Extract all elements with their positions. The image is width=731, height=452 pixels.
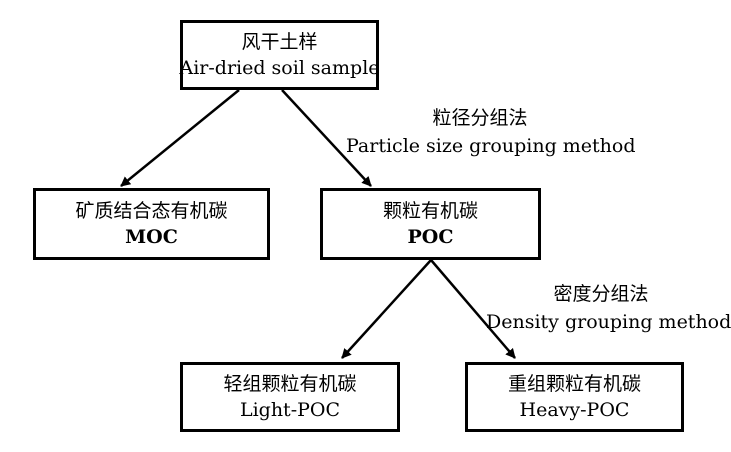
node-light-poc-en: Light-POC — [239, 399, 341, 421]
node-air-dried-soil-en: Air-dried soil sample — [179, 57, 380, 79]
node-air-dried-soil-zh: 风干土样 — [241, 31, 318, 53]
node-heavy-poc: 重组颗粒有机碳 Heavy-POC — [465, 362, 684, 432]
node-poc-en: POC — [407, 226, 454, 248]
node-air-dried-soil: 风干土样 Air-dried soil sample — [179, 20, 380, 90]
arrow-poc-to-light — [341, 259, 432, 359]
method-density: 密度分组法 Density grouping method — [486, 280, 731, 336]
method-particle-size-zh: 粒径分组法 — [432, 107, 528, 129]
method-particle-size-en: Particle size grouping method — [346, 135, 636, 157]
node-poc: 颗粒有机碳 POC — [320, 188, 541, 260]
arrow-root-to-moc — [120, 89, 240, 187]
node-heavy-poc-en: Heavy-POC — [519, 399, 630, 421]
method-density-en: Density grouping method — [486, 311, 731, 333]
node-moc-en: MOC — [125, 226, 178, 248]
method-density-zh: 密度分组法 — [553, 283, 649, 305]
node-heavy-poc-zh: 重组颗粒有机碳 — [507, 373, 641, 395]
node-moc: 矿质结合态有机碳 MOC — [33, 188, 270, 260]
method-particle-size: 粒径分组法 Particle size grouping method — [346, 104, 636, 160]
node-light-poc: 轻组颗粒有机碳 Light-POC — [180, 362, 400, 432]
node-light-poc-zh: 轻组颗粒有机碳 — [223, 373, 357, 395]
node-poc-zh: 颗粒有机碳 — [382, 200, 478, 222]
arrow-root-to-poc — [281, 89, 372, 187]
node-moc-zh: 矿质结合态有机碳 — [75, 200, 228, 222]
arrow-poc-to-heavy — [430, 259, 516, 359]
